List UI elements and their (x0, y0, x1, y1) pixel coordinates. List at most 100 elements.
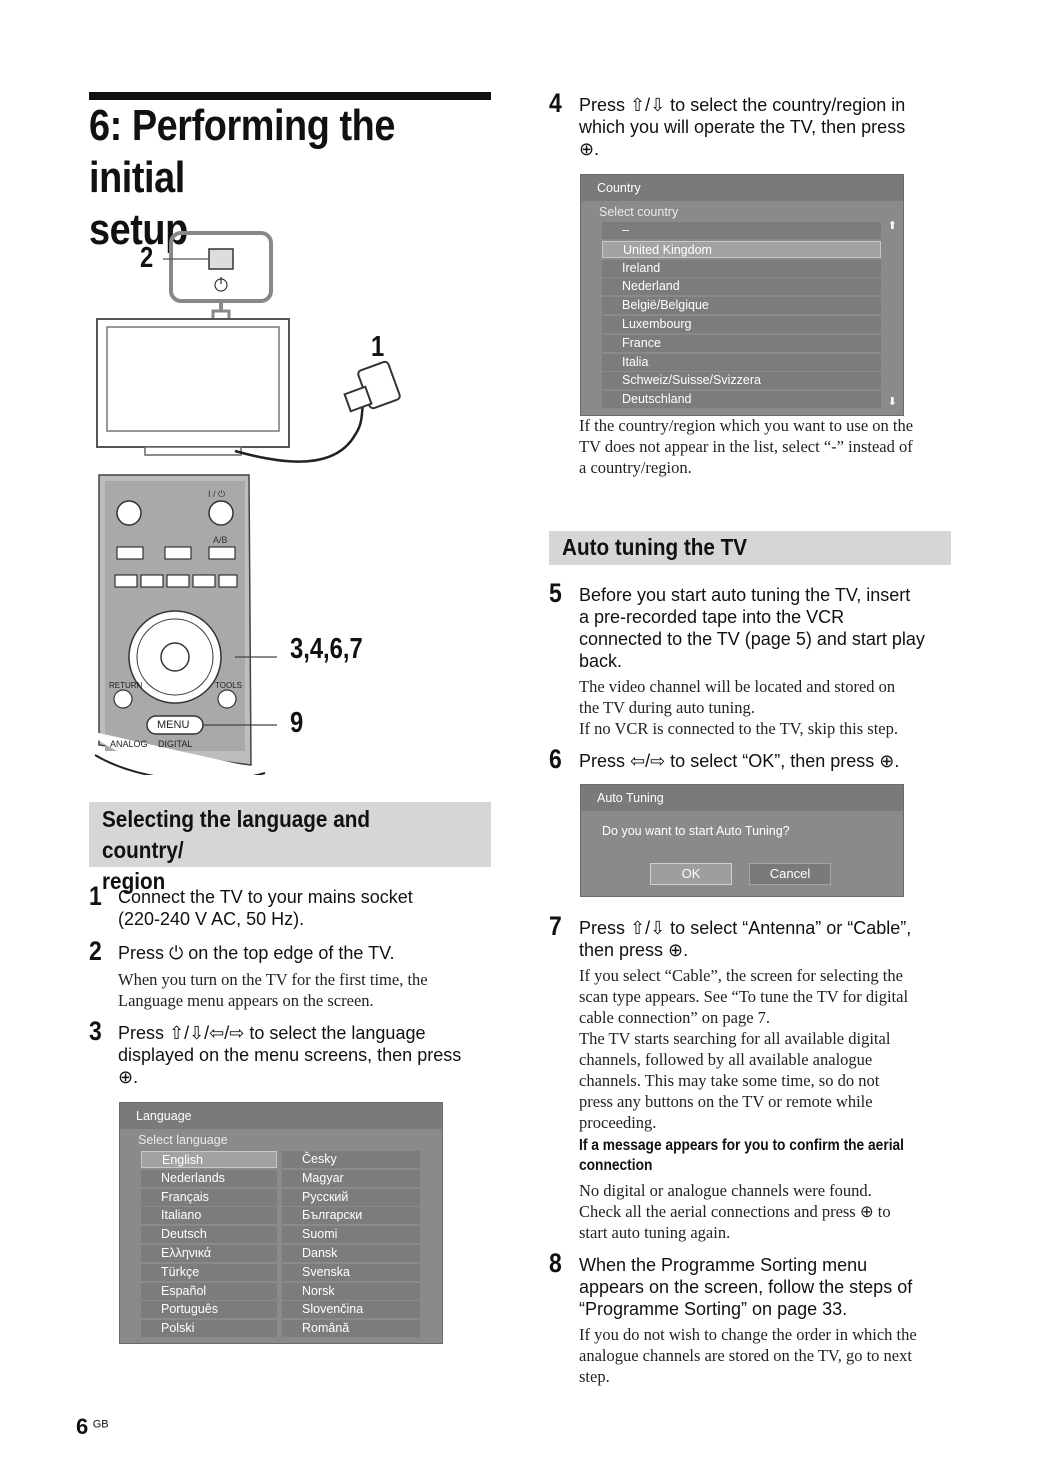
country-option[interactable]: Italia (602, 353, 881, 371)
country-option[interactable]: België/Belgique (602, 297, 881, 315)
language-option[interactable]: Česky (282, 1151, 420, 1168)
remote-label-ab: A/B (213, 535, 228, 545)
language-option[interactable]: Norsk (282, 1282, 420, 1300)
title-rule (89, 92, 491, 100)
step-8-line: “Programme Sorting” on page 33. (579, 1299, 848, 1319)
language-option[interactable]: Dansk (282, 1245, 420, 1262)
language-option[interactable]: Polski (141, 1320, 277, 1338)
aerial-confirm-subheading: If a message appears for you to confirm … (579, 1136, 904, 1176)
step-1-text: Connect the TV to your mains socket (220… (118, 886, 413, 930)
step-7-line: Press ⇧/⇩ to select “Antenna” or “Cable”… (579, 918, 912, 938)
step-8-text: When the Programme Sorting menu appears … (579, 1254, 912, 1320)
body-line: a country/region. (579, 458, 692, 477)
country-option[interactable]: Ireland (602, 259, 881, 277)
body-line: channels. This may take some time, so do… (579, 1071, 880, 1090)
step-3-line: Press ⇧/⇩/⇦/⇨ to select the language (118, 1023, 426, 1043)
step-2-body: When you turn on the TV for the first ti… (118, 969, 428, 1011)
body-line: If you do not wish to change the order i… (579, 1325, 917, 1344)
step-4-text: Press ⇧/⇩ to select the country/region i… (579, 94, 905, 160)
language-option[interactable]: Nederlands (141, 1169, 277, 1187)
language-menu-subtitle: Select language (138, 1133, 228, 1147)
step-5-line: connected to the TV (page 5) and start p… (579, 629, 925, 649)
subheading-line: connection (579, 1157, 653, 1174)
step-1-line: (220-240 V AC, 50 Hz). (118, 909, 305, 929)
body-line: No digital or analogue channels were fou… (579, 1181, 872, 1200)
language-menu-title: Language (120, 1103, 442, 1129)
language-option[interactable]: Ελληνικά (141, 1245, 277, 1262)
remote-ok-button (160, 642, 190, 672)
country-menu-subtitle: Select country (599, 205, 679, 219)
language-option[interactable]: Română (282, 1320, 420, 1338)
step-8-body: If you do not wish to change the order i… (579, 1324, 917, 1387)
step-4-line: ⊕. (579, 139, 600, 159)
ok-button[interactable]: OK (650, 863, 732, 885)
step-3-line: displayed on the menu screens, then pres… (118, 1045, 462, 1065)
language-option[interactable]: Svenska (282, 1263, 420, 1281)
language-option[interactable]: Türkçe (141, 1263, 277, 1281)
country-option[interactable]: Schweiz/Suisse/Svizzera (602, 372, 881, 390)
step-7-text: Press ⇧/⇩ to select “Antenna” or “Cable”… (579, 917, 911, 961)
step-number: 8 (549, 1248, 562, 1278)
language-option[interactable]: Deutsch (141, 1226, 277, 1244)
language-option[interactable]: Slovenčina (282, 1301, 420, 1319)
body-line: step. (579, 1367, 610, 1386)
language-option[interactable]: Português (141, 1301, 277, 1319)
page-number-value: 6 (76, 1414, 89, 1439)
step-2-text-pre: Press (118, 943, 170, 963)
body-line: Language menu appears on the screen. (118, 991, 374, 1010)
aerial-confirm-body: No digital or analogue channels were fou… (579, 1180, 891, 1243)
section-language-heading-bar: Selecting the language and country/ regi… (89, 802, 491, 894)
language-option[interactable]: Български (282, 1207, 420, 1225)
body-line: If the country/region which you want to … (579, 416, 914, 435)
remote-label-digital: DIGITAL (158, 739, 193, 749)
body-line: the TV during auto tuning. (579, 698, 755, 717)
body-line: proceeding. (579, 1113, 657, 1132)
language-option[interactable]: Español (141, 1282, 277, 1300)
body-line: start auto tuning again. (579, 1223, 731, 1242)
country-option[interactable]: – (602, 222, 881, 239)
callout-9: 9 (290, 707, 304, 739)
step-6-text: Press ⇦/⇨ to select “OK”, then press ⊕. (579, 751, 900, 771)
step-7-line: then press ⊕. (579, 940, 689, 960)
subheading-line: If a message appears for you to confirm … (579, 1137, 904, 1154)
step-5-body: The video channel will be located and st… (579, 676, 898, 739)
scroll-up-arrow-icon[interactable]: ⬆ (887, 220, 897, 232)
step-number: 5 (549, 578, 562, 608)
section-language-heading-line2: region (102, 868, 166, 894)
body-line: analogue channels are stored on the TV, … (579, 1346, 912, 1365)
country-option[interactable]: Nederland (602, 278, 881, 296)
country-option[interactable]: United Kingdom (602, 240, 881, 258)
language-option[interactable]: Suomi (282, 1226, 420, 1244)
auto-tuning-question: Do you want to start Auto Tuning? (602, 824, 790, 838)
body-line: scan type appears. See “To tune the TV f… (579, 987, 909, 1006)
cancel-button[interactable]: Cancel (749, 863, 831, 885)
scroll-down-arrow-icon[interactable]: ⬇ (887, 396, 897, 408)
language-option[interactable]: Русский (282, 1188, 420, 1206)
remote-label-power: I / ⏻ (208, 489, 226, 499)
step-5-line: Before you start auto tuning the TV, ins… (579, 585, 911, 605)
language-option[interactable]: Magyar (282, 1169, 420, 1187)
section-auto-tuning-heading: Auto tuning the TV (562, 534, 748, 560)
step-3-text: Press ⇧/⇩/⇦/⇨ to select the language dis… (118, 1022, 461, 1088)
language-option[interactable]: English (141, 1151, 277, 1168)
body-line: TV does not appear in the list, select “… (579, 437, 913, 456)
country-option[interactable]: Luxembourg (602, 316, 881, 333)
country-menu-title: Country (581, 175, 903, 201)
language-option[interactable]: Français (141, 1188, 277, 1206)
remote-label-tools: TOOLS (215, 681, 242, 690)
language-option[interactable]: Italiano (141, 1207, 277, 1225)
mains-plug-icon (343, 385, 373, 413)
country-option[interactable]: France (602, 334, 881, 352)
section-language-heading: Selecting the language and country/ regi… (102, 804, 452, 897)
body-line: Check all the aerial connections and pre… (579, 1202, 891, 1221)
step-2-text: Press ⏻ on the top edge of the TV. (118, 942, 394, 964)
step-2-text-post: on the top edge of the TV. (183, 943, 395, 963)
step-5-line: back. (579, 651, 623, 671)
step-4-line: Press ⇧/⇩ to select the country/region i… (579, 95, 906, 115)
country-option[interactable]: Deutschland (602, 391, 881, 409)
body-line: channels, followed by all available anal… (579, 1050, 873, 1069)
page-number: 6 GB (76, 1414, 109, 1440)
callout-1: 1 (371, 331, 385, 363)
section-language-heading-line1: Selecting the language and country/ (102, 806, 371, 863)
